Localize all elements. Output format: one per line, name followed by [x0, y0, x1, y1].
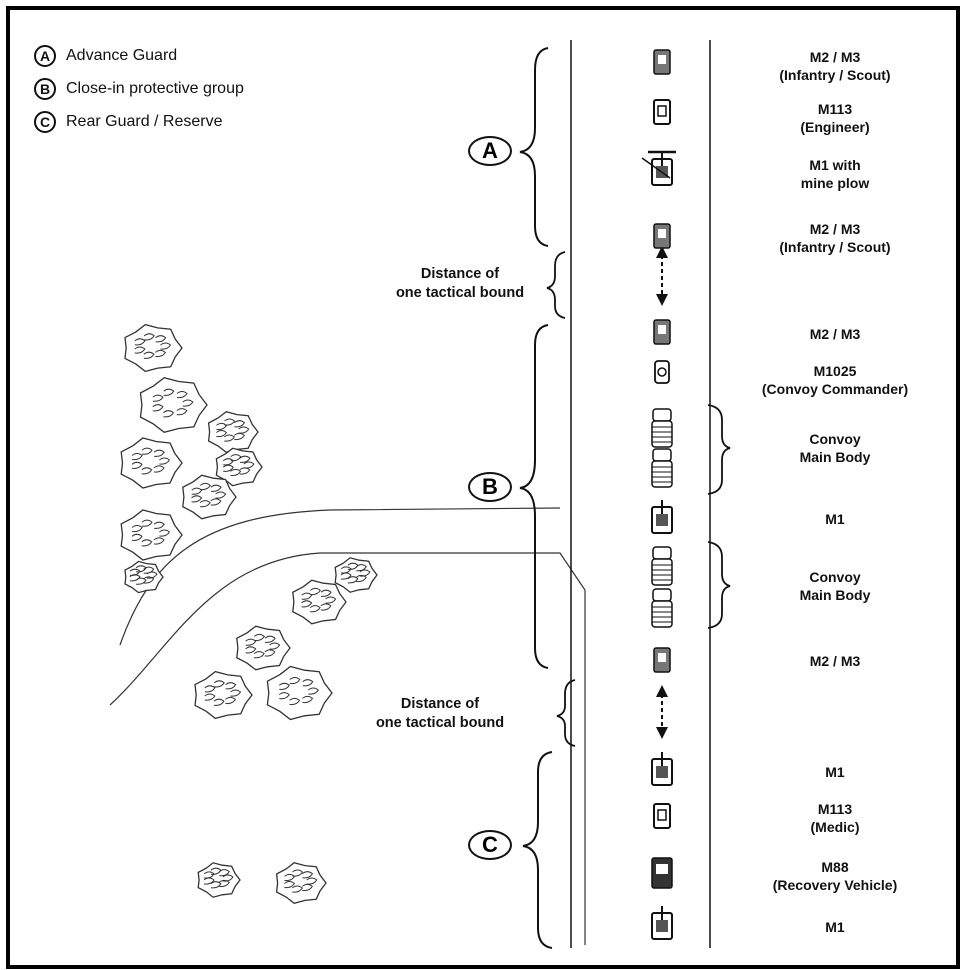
legend-item-a: A Advance Guard — [34, 44, 177, 68]
m113-icon — [654, 804, 670, 828]
tree-icon — [141, 378, 208, 433]
m2-m3-icon — [654, 648, 670, 672]
tree-icon — [195, 672, 252, 719]
tree-icon — [121, 510, 182, 560]
tree-cluster — [121, 325, 377, 904]
legend-badge: C — [34, 111, 56, 133]
m1-tank-icon — [652, 500, 672, 533]
truck-icon — [652, 547, 672, 585]
legend-item-b: B Close-in protective group — [34, 77, 244, 101]
vehicle-label: M1 with mine plow — [720, 156, 950, 192]
tree-icon — [125, 325, 182, 372]
tree-icon — [267, 667, 332, 720]
legend-label: Advance Guard — [66, 47, 177, 65]
vehicle-column — [642, 50, 676, 939]
truck-icon — [652, 449, 672, 487]
m2-m3-icon — [654, 50, 670, 74]
distance-label-lower: Distance of one tactical bound — [330, 695, 550, 733]
vehicle-label: M1025 (Convoy Commander) — [720, 362, 950, 398]
tree-icon — [125, 561, 163, 592]
bound-arrow-lower — [656, 685, 668, 739]
road-lower-edge — [110, 553, 585, 945]
legend-item-c: C Rear Guard / Reserve — [34, 110, 223, 134]
m2-m3-icon — [654, 224, 670, 248]
vehicle-label: Convoy Main Body — [720, 568, 950, 604]
vehicle-label: M1 — [720, 763, 950, 781]
vehicle-label: M88 (Recovery Vehicle) — [720, 858, 950, 894]
m1-mine-plow-icon — [642, 152, 676, 185]
distance-label-upper: Distance of one tactical bound — [370, 265, 550, 303]
m1025-icon — [655, 361, 669, 383]
legend-badge: A — [34, 45, 56, 67]
group-c-marker: C — [468, 830, 512, 860]
group-a-marker: A — [468, 136, 512, 166]
vehicle-label: M113 (Medic) — [720, 800, 950, 836]
m88-icon — [652, 858, 672, 888]
truck-icon — [652, 589, 672, 627]
distance-lower-brace — [557, 680, 575, 746]
group-b-marker: B — [468, 472, 512, 502]
legend-badge: B — [34, 78, 56, 100]
m2-m3-icon — [654, 320, 670, 344]
tree-icon — [121, 438, 182, 488]
bound-arrow-upper — [656, 246, 668, 306]
vehicle-label: M2 / M3 — [720, 325, 950, 343]
vehicle-label: M2 / M3 (Infantry / Scout) — [720, 220, 950, 256]
vehicle-label: M2 / M3 (Infantry / Scout) — [720, 48, 950, 84]
vehicle-label: M2 / M3 — [720, 652, 950, 670]
legend-label: Close-in protective group — [66, 80, 244, 98]
m1-tank-icon — [652, 752, 672, 785]
m113-icon — [654, 100, 670, 124]
truck-icon — [652, 409, 672, 447]
tree-icon — [277, 863, 326, 904]
group-c-brace — [523, 752, 552, 948]
tree-icon — [209, 412, 258, 453]
tree-icon — [237, 626, 290, 670]
tree-icon — [335, 558, 377, 592]
tree-icon — [293, 580, 346, 624]
vehicle-label: M1 — [720, 510, 950, 528]
vehicle-label: M113 (Engineer) — [720, 100, 950, 136]
group-b-brace — [520, 325, 548, 668]
legend-label: Rear Guard / Reserve — [66, 113, 223, 131]
group-a-brace — [520, 48, 548, 246]
tree-icon — [198, 863, 240, 897]
m1-tank-icon — [652, 906, 672, 939]
vehicle-label: M1 — [720, 918, 950, 936]
vehicle-label: Convoy Main Body — [720, 430, 950, 466]
